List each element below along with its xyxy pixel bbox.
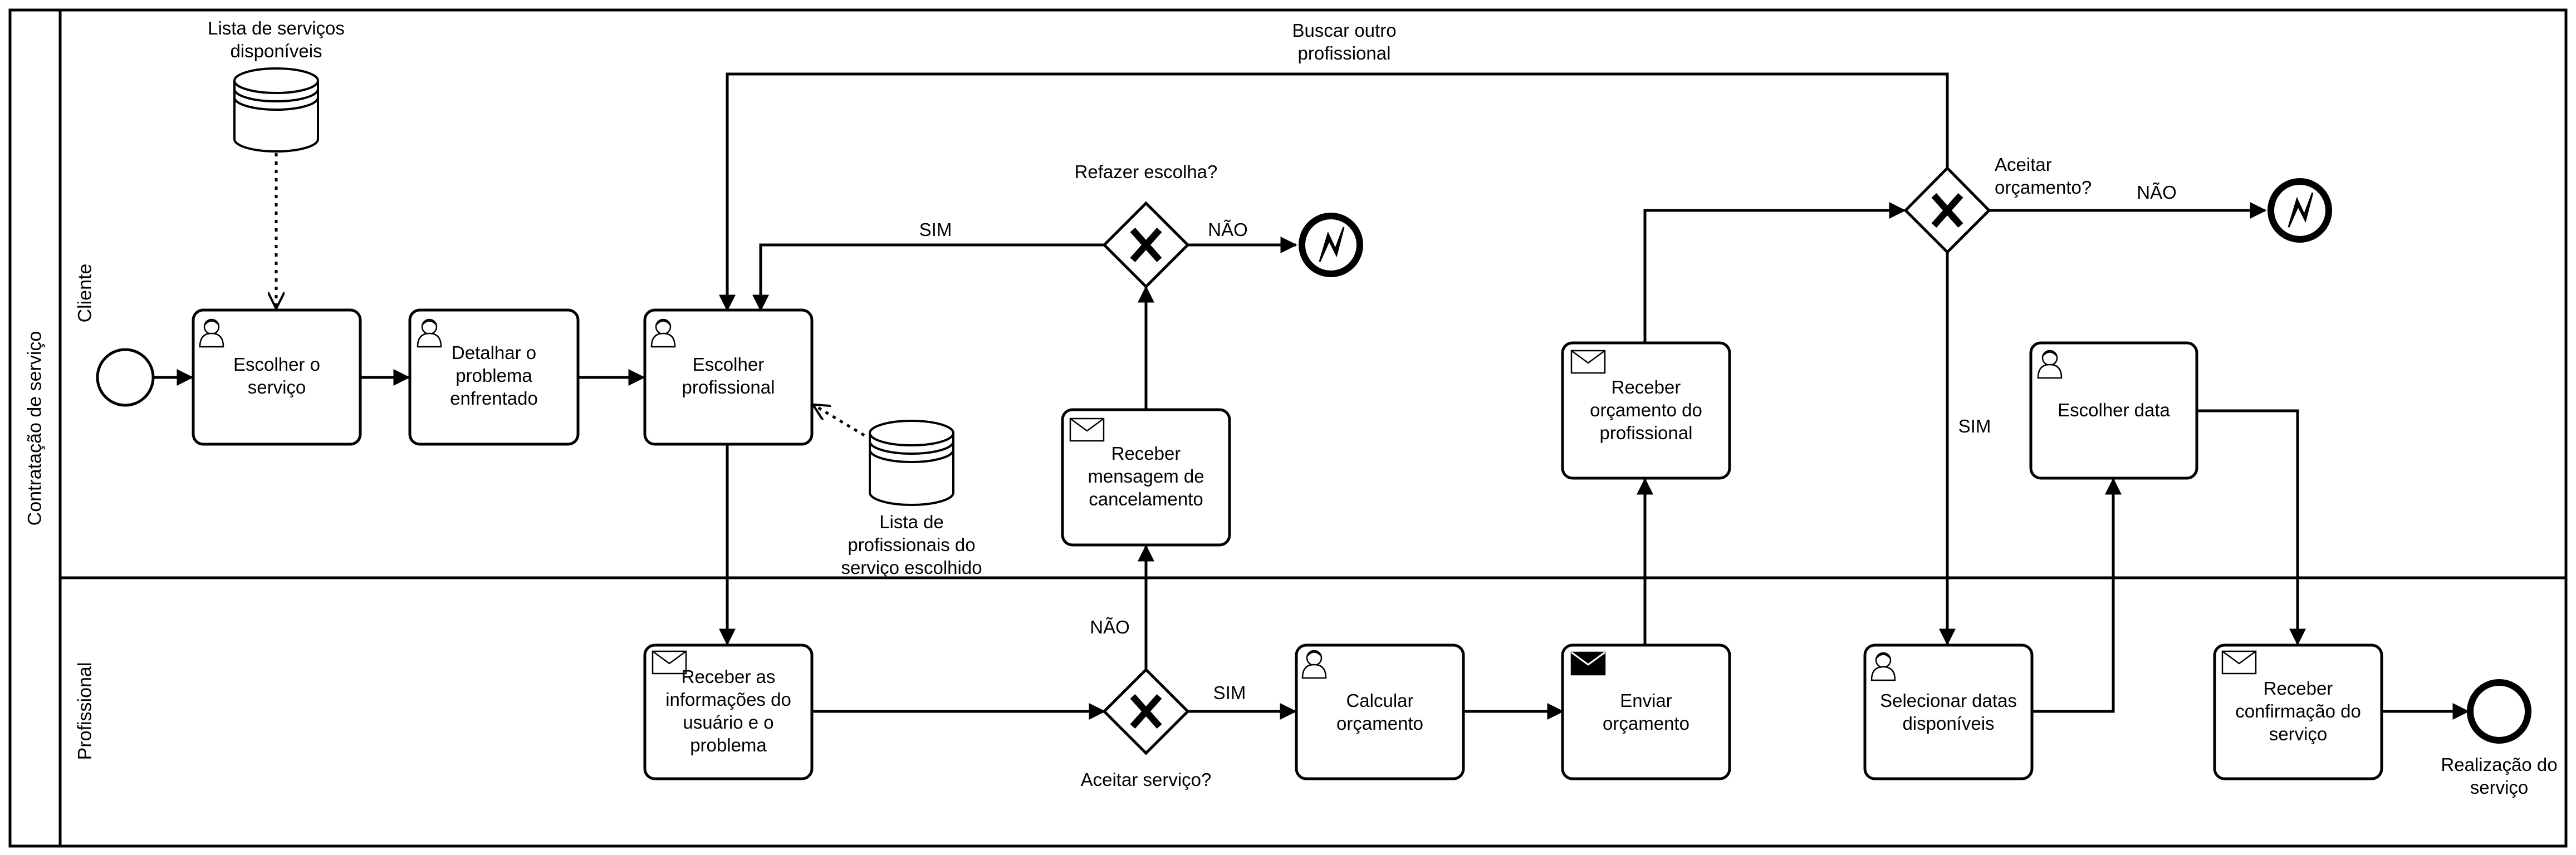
data-stores xyxy=(233,67,954,506)
task-enviar-orcamento xyxy=(1561,643,1731,780)
task-label-calcular-orcamento: Calcular orçamento xyxy=(1336,690,1423,734)
task-escolher-servico xyxy=(192,308,362,446)
flow-orcamento-gateway-aceitar xyxy=(1643,202,1906,343)
data-associations xyxy=(276,153,865,437)
flow-label-nao-servico: NÃO xyxy=(1090,617,1130,637)
lightning-icon xyxy=(1319,227,1345,262)
task-label-receber-cancelamento: Receber mensagem de cancelamento xyxy=(1088,443,1204,509)
exclusive-x-icon xyxy=(1931,193,1963,228)
user-icon xyxy=(1870,652,1896,681)
user-icon xyxy=(1301,650,1327,679)
flow-label-sim-servico: SIM xyxy=(1213,682,1246,703)
flow-refazer-sim xyxy=(752,243,1104,312)
pool-label: Contratação de serviço xyxy=(24,331,46,526)
task-receber-confirmacao xyxy=(2213,643,2383,780)
exclusive-x-icon xyxy=(1130,694,1162,729)
exclusive-x-icon xyxy=(1130,228,1162,262)
start-event xyxy=(96,348,155,407)
data-store-profissionais xyxy=(869,420,954,506)
task-label-enviar-orcamento: Enviar orçamento xyxy=(1603,690,1689,734)
task-icons xyxy=(199,318,2257,681)
task-receber-orcamento xyxy=(1561,341,1731,480)
association-profissionais xyxy=(814,405,865,437)
events xyxy=(96,178,2531,744)
flow-selecionar-escolher-data xyxy=(2032,478,2122,713)
data-store-label-servicos: Lista de serviços disponíveis xyxy=(208,18,345,61)
flow-label-nao-orcamento: NÃO xyxy=(2137,182,2177,203)
flow-escolher-data-confirmacao xyxy=(2197,409,2306,646)
task-escolher-profissional xyxy=(643,308,814,446)
task-label-escolher-data: Escolher data xyxy=(2058,400,2170,420)
user-icon xyxy=(2037,350,2063,379)
flow-label-buscar-outro: Buscar outro profissional xyxy=(1292,20,1397,63)
task-escolher-data xyxy=(2029,341,2198,480)
task-label-receber-orcamento: Receber orçamento do profissional xyxy=(1590,377,1702,443)
end-event xyxy=(2467,679,2531,744)
task-calcular-orcamento xyxy=(1295,643,1465,780)
task-label-detalhar-problema: Detalhar o problema enfrentado xyxy=(450,342,538,409)
data-store-label-profissionais: Lista de profissionais do serviço escolh… xyxy=(841,512,982,578)
flow-label-sim-orcamento: SIM xyxy=(1958,416,1991,436)
end-event-label: Realização do serviço xyxy=(2441,754,2558,798)
lane-label-cliente: Cliente xyxy=(74,263,96,323)
task-receber-cancelamento xyxy=(1061,408,1231,547)
flow-label-nao-refazer: NÃO xyxy=(1208,219,1248,240)
task-label-selecionar-datas: Selecionar datas disponíveis xyxy=(1880,690,2017,734)
gateway-refazer-escolha xyxy=(1102,201,1190,289)
task-selecionar-datas xyxy=(1863,643,2034,780)
task-receber-informacoes xyxy=(643,643,814,780)
task-label-receber-informacoes: Receber as informações do usuário e o pr… xyxy=(665,666,791,755)
sequence-flows xyxy=(124,72,2470,720)
user-icon xyxy=(199,318,224,348)
envelope-outline-icon xyxy=(2221,650,2257,675)
gateway-label-refazer: Refazer escolha? xyxy=(1074,161,1218,182)
envelope-filled-icon xyxy=(1570,651,1606,676)
envelope-outline-icon xyxy=(652,650,687,675)
user-icon xyxy=(417,318,442,348)
gateway-label-aceitar-orcamento: Aceitar orçamento? xyxy=(1995,154,2092,198)
task-label-escolher-profissional: Escolher profissional xyxy=(682,354,775,397)
user-icon xyxy=(650,318,676,348)
gateways xyxy=(1102,166,1991,755)
data-store-servicos xyxy=(233,67,319,153)
gateway-aceitar-servico xyxy=(1102,667,1190,755)
envelope-outline-icon xyxy=(1069,417,1105,442)
envelope-outline-icon xyxy=(1570,350,1606,374)
task-detalhar-problema xyxy=(408,308,580,446)
lane-label-profissional: Profissional xyxy=(74,662,96,760)
task-label-escolher-servico: Escolher o serviço xyxy=(233,354,320,397)
tasks xyxy=(192,308,2383,780)
gateway-aceitar-orcamento xyxy=(1903,166,1991,254)
flow-buscar-outro-profissional xyxy=(719,72,1949,312)
gateway-label-aceitar-servico: Aceitar serviço? xyxy=(1080,769,1212,790)
lightning-icon xyxy=(2288,192,2314,228)
flow-label-sim-refazer: SIM xyxy=(919,219,952,240)
task-label-receber-confirmacao: Receber confirmação do serviço xyxy=(2235,678,2361,744)
